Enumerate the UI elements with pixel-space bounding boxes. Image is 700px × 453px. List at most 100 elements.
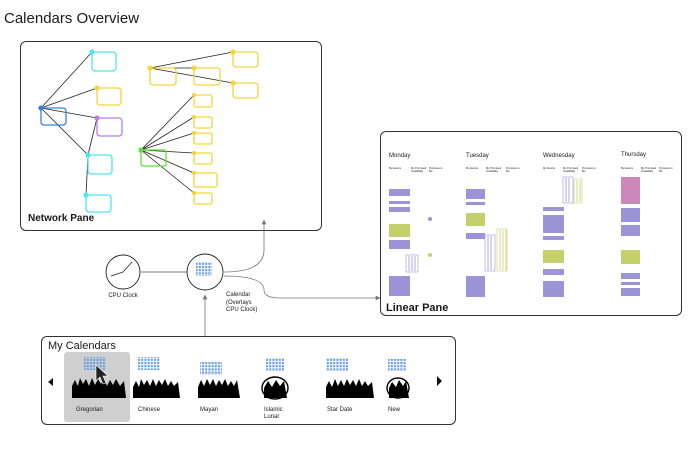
my-calendars-title: My Calendars xyxy=(48,340,116,352)
network-node xyxy=(193,116,213,129)
event-block xyxy=(466,233,485,239)
network-anchor-dot xyxy=(191,65,197,71)
network-node xyxy=(193,67,221,86)
network-node xyxy=(96,117,123,137)
linear-pane[interactable] xyxy=(380,131,682,316)
calendar-item-chinese[interactable]: Chinese xyxy=(132,354,194,420)
availability-block xyxy=(562,176,574,204)
calendar-item-mayan[interactable]: Mayan xyxy=(194,354,256,420)
column-header-promises-to-me: Promises to Me xyxy=(582,167,596,173)
event-block xyxy=(621,288,640,296)
event-block xyxy=(543,215,564,233)
cpu-clock-label: CPU Clock xyxy=(108,293,138,299)
promise-block xyxy=(496,228,508,272)
event-block xyxy=(621,282,640,285)
calendar-node[interactable] xyxy=(187,254,223,290)
column-header-my-events: My Events xyxy=(389,167,402,170)
event-block xyxy=(543,269,564,275)
day-header-thursday: Thursday xyxy=(621,152,647,158)
network-pane-title: Network Pane xyxy=(28,213,95,224)
calendar-to-network-arrow xyxy=(223,219,267,273)
network-node xyxy=(193,172,218,188)
event-block xyxy=(543,281,564,297)
calendar-item-gregorian[interactable]: Gregorian xyxy=(66,354,128,420)
calendar-item-islamic-lunar[interactable]: Islamic Lunar xyxy=(258,354,320,420)
event-block xyxy=(466,213,485,226)
network-anchor-dot xyxy=(230,80,236,86)
promise-dot xyxy=(428,253,432,257)
calendar-to-linear-arrow xyxy=(223,275,381,301)
availability-block xyxy=(484,234,496,272)
event-block xyxy=(466,189,485,199)
calendar-grid-icon xyxy=(326,358,348,371)
day-header-tuesday: Tuesday xyxy=(466,153,489,159)
network-anchor-dot xyxy=(85,152,91,158)
event-block xyxy=(543,250,564,263)
network-anchor-dot xyxy=(94,115,100,121)
column-header-promised-availability: My Promised Availability xyxy=(563,167,579,173)
network-anchor-dot xyxy=(147,65,153,71)
calendar-item-label: Chinese xyxy=(138,407,161,413)
network-node xyxy=(149,67,177,86)
people-silhouette-icon xyxy=(198,379,240,398)
linear-pane-title: Linear Pane xyxy=(386,302,449,314)
scroll-left-arrow xyxy=(48,378,53,386)
calendar-node-label: Calendar (Overlays CPU Clock) xyxy=(226,292,258,313)
column-header-my-events: My Events xyxy=(621,167,634,170)
cpu-clock-icon xyxy=(105,254,141,290)
calendar-item-label: New xyxy=(388,407,401,413)
calendar-item-label: Star Date xyxy=(327,407,353,413)
people-silhouette-icon xyxy=(261,376,289,400)
day-header-wednesday: Wednesday xyxy=(543,153,575,159)
network-anchor-dot xyxy=(38,105,44,111)
network-node xyxy=(87,154,113,175)
column-header-promises-to-me: Promises to Me xyxy=(659,167,673,173)
scroll-right-arrow xyxy=(437,376,442,386)
people-silhouette-icon xyxy=(133,379,180,398)
scroll-right-button[interactable] xyxy=(434,374,446,388)
network-anchor-dot xyxy=(230,49,236,55)
calendar-item-label: Gregorian xyxy=(76,407,103,413)
cpu-clock-node[interactable] xyxy=(106,255,140,289)
calendar-item-label: Mayan xyxy=(200,407,219,413)
network-anchor-dot xyxy=(191,114,197,120)
network-node xyxy=(193,152,213,165)
calendar-grid-icon xyxy=(388,359,406,371)
event-block xyxy=(466,276,485,297)
day-header-monday: Monday xyxy=(389,153,411,159)
event-block xyxy=(389,201,410,204)
promise-dot xyxy=(428,217,432,221)
event-block xyxy=(466,202,485,205)
network-node xyxy=(232,51,259,68)
column-header-promises-to-me: Promises to Me xyxy=(506,167,520,173)
event-block xyxy=(389,276,410,296)
network-anchor-dot xyxy=(191,170,197,176)
network-anchor-dot xyxy=(138,147,144,153)
network-anchor-dot xyxy=(191,190,197,196)
calendar-grid-icon xyxy=(266,358,284,371)
network-node xyxy=(193,192,213,205)
scroll-left-button[interactable] xyxy=(45,375,57,389)
event-block xyxy=(621,208,640,222)
calendar-grid-icon xyxy=(84,357,106,370)
network-node xyxy=(140,149,167,167)
event-block xyxy=(621,250,640,264)
column-header-my-events: My Events xyxy=(543,167,556,170)
column-header-promised-availability: My Promised Availability xyxy=(411,167,427,173)
network-anchor-dot xyxy=(83,192,89,198)
event-block xyxy=(389,207,410,212)
page-title: Calendars Overview xyxy=(4,10,140,27)
mouse-cursor-icon xyxy=(95,364,109,385)
network-node xyxy=(85,194,112,213)
network-anchor-dot xyxy=(191,150,197,156)
network-anchor-dot xyxy=(191,92,197,98)
network-node xyxy=(91,51,117,72)
network-pane[interactable] xyxy=(20,41,322,231)
calendar-item-star-date[interactable]: Star Date xyxy=(320,354,382,420)
network-anchor-dot xyxy=(94,85,100,91)
column-header-promised-availability: My Promised Availability xyxy=(641,167,657,173)
calendar-item-new[interactable]: New xyxy=(382,354,444,420)
column-header-promises-to-me: Promises to Me xyxy=(429,167,443,173)
event-block xyxy=(389,189,410,196)
